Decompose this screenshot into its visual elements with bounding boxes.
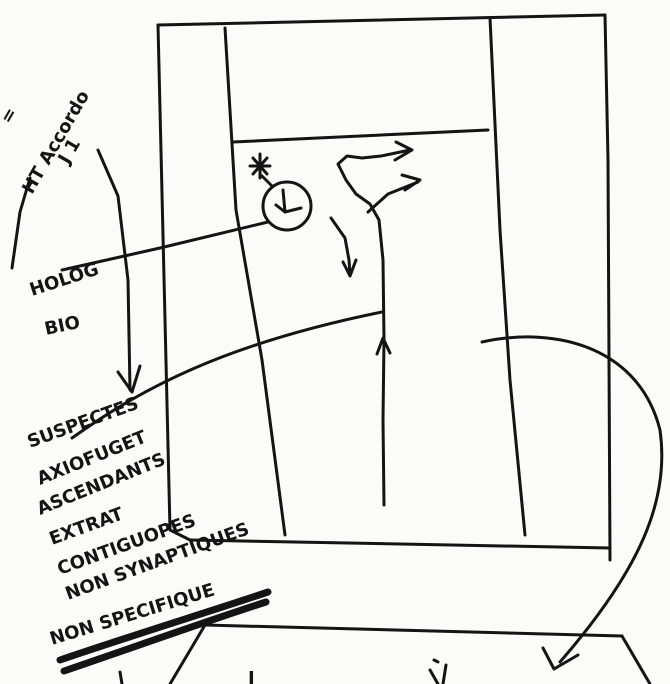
bottom-trapezoid-right — [622, 636, 650, 684]
asterisk-icon — [250, 154, 272, 186]
inner-right-vertical — [490, 18, 525, 535]
bottom-figure-marks — [430, 660, 446, 684]
clock-hand-hour — [283, 190, 301, 212]
left-label-holog: HOLOG — [27, 259, 101, 301]
top-left-line1: HT Accordo — [18, 87, 94, 197]
large-curved-arrow — [482, 337, 662, 662]
upward-branch-line — [338, 150, 410, 505]
outer-frame-right-edge — [605, 15, 610, 560]
inner-horizontal-bar — [233, 130, 488, 142]
outer-frame-top-edge — [158, 15, 605, 25]
line-j1-to-suspectes — [98, 150, 130, 390]
bottom-trapezoid-top — [205, 625, 622, 636]
down-curved-arrow — [331, 218, 350, 275]
large-curved-arrow-tip — [543, 648, 578, 669]
clock-icon — [263, 182, 311, 230]
bottom-left-tick — [120, 672, 122, 684]
left-label-bio: BIO — [43, 312, 82, 340]
inner-left-vertical — [225, 28, 285, 535]
outer-frame-bottom-edge — [190, 540, 610, 548]
top-left-equals: = — [0, 104, 22, 128]
bottom-mark: I — [248, 668, 255, 684]
